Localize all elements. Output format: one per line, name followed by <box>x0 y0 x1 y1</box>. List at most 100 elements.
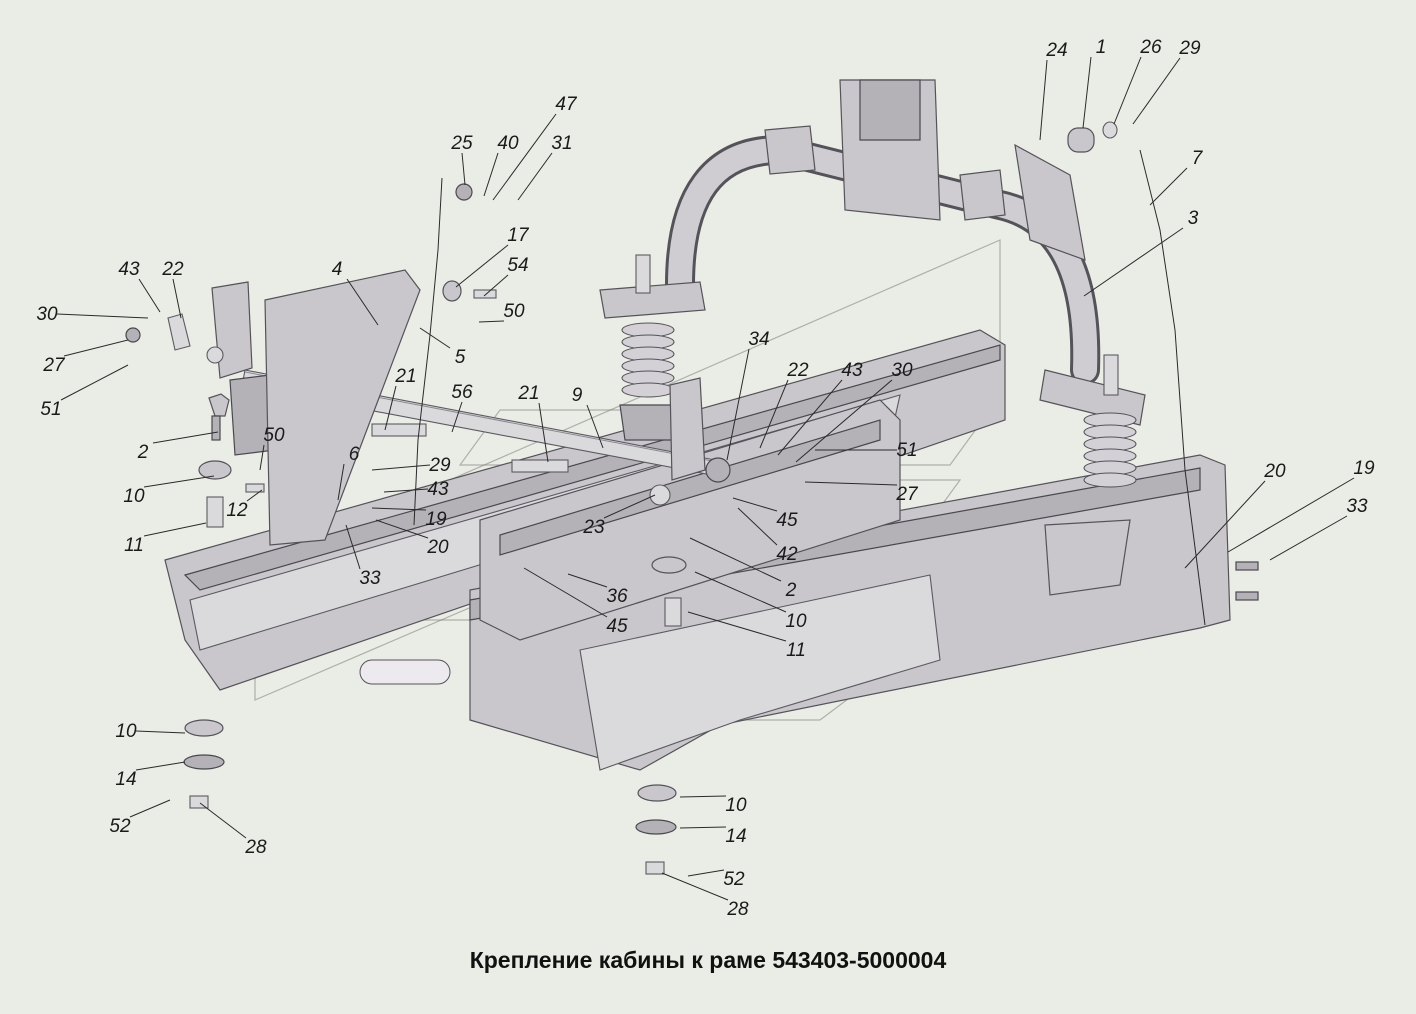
callout-45: 45 <box>606 616 628 637</box>
callout-36: 36 <box>606 586 628 607</box>
leader-52 <box>687 869 725 877</box>
diagram-caption: Крепление кабины к раме 543403-5000004 <box>469 947 947 973</box>
leader-10 <box>143 475 215 488</box>
leader-17 <box>455 244 509 288</box>
leader-14 <box>679 826 727 829</box>
leader-25 <box>461 152 466 186</box>
callout-11: 11 <box>786 640 806 661</box>
callout-27: 27 <box>895 484 919 505</box>
leader-20 <box>375 519 429 539</box>
leader-27 <box>804 481 898 486</box>
leader-33 <box>1269 515 1348 561</box>
callout-10: 10 <box>115 721 137 742</box>
callout-25: 25 <box>450 133 473 154</box>
leader-43 <box>383 488 429 493</box>
leader-10 <box>135 730 186 734</box>
callout-52: 52 <box>723 869 745 890</box>
leader-24 <box>1039 59 1048 141</box>
leader-45 <box>732 497 778 512</box>
leader-29 <box>1132 57 1181 125</box>
callout-22: 22 <box>786 360 809 381</box>
leader-42 <box>737 507 778 546</box>
leader-23 <box>603 494 656 519</box>
leader-43 <box>138 278 161 313</box>
leader-50 <box>478 320 505 323</box>
callout-29: 29 <box>1178 38 1201 59</box>
leader-22 <box>172 278 182 319</box>
leader-10 <box>679 795 727 798</box>
callout-22: 22 <box>161 259 184 280</box>
callout-50: 50 <box>503 301 525 322</box>
callout-leaders <box>56 56 1355 901</box>
callout-20: 20 <box>426 537 449 558</box>
callout-50: 50 <box>263 425 285 446</box>
lower-right-mount-parts <box>635 784 677 875</box>
leader-51 <box>60 364 129 401</box>
callout-3: 3 <box>1188 208 1199 229</box>
callout-43: 43 <box>841 360 863 381</box>
leader-22 <box>759 379 789 449</box>
leader-19 <box>1227 477 1355 553</box>
leader-45 <box>523 567 608 618</box>
callout-51: 51 <box>896 440 917 461</box>
leader-30 <box>795 379 893 463</box>
callout-26: 26 <box>1139 37 1162 58</box>
leader-30 <box>56 313 149 319</box>
callout-19: 19 <box>1353 458 1375 479</box>
leader-9 <box>586 404 604 449</box>
callout-9: 9 <box>572 385 583 406</box>
spring-strut-left <box>599 254 706 441</box>
callout-34: 34 <box>748 329 769 350</box>
callout-21: 21 <box>517 383 539 404</box>
leader-47 <box>492 113 557 201</box>
callout-56: 56 <box>451 382 473 403</box>
leader-28 <box>661 872 729 901</box>
callout-2: 2 <box>137 442 149 463</box>
callout-40: 40 <box>497 133 519 154</box>
callout-19: 19 <box>425 509 447 530</box>
callout-51: 51 <box>40 399 61 420</box>
loose-parts <box>125 121 1259 627</box>
leader-50 <box>259 444 265 471</box>
leader-21 <box>384 385 397 431</box>
callout-7: 7 <box>1192 148 1204 169</box>
callout-29: 29 <box>428 455 451 476</box>
leader-43 <box>777 379 843 456</box>
leader-20 <box>1184 480 1266 569</box>
callout-1: 1 <box>1096 37 1107 58</box>
left-hinge-bracket <box>206 269 421 546</box>
callout-47: 47 <box>555 94 578 115</box>
leader-28 <box>199 802 247 839</box>
leader-26 <box>1113 56 1142 125</box>
callout-43: 43 <box>427 479 449 500</box>
leader-29 <box>371 464 431 471</box>
callout-23: 23 <box>582 517 605 538</box>
leader-36 <box>567 573 608 588</box>
leader-14 <box>135 761 186 771</box>
callout-10: 10 <box>123 486 145 507</box>
callout-14: 14 <box>725 826 746 847</box>
callout-33: 33 <box>1346 496 1368 517</box>
leader-56 <box>451 401 463 433</box>
leader-21 <box>538 402 549 463</box>
rear-support-arch <box>665 79 1101 385</box>
leader-31 <box>517 152 553 201</box>
callout-43: 43 <box>118 259 140 280</box>
leader-19 <box>371 507 427 511</box>
callout-12: 12 <box>226 500 248 521</box>
callout-17: 17 <box>507 225 530 246</box>
callout-14: 14 <box>115 769 136 790</box>
callout-52: 52 <box>109 816 131 837</box>
leader-7 <box>1149 167 1188 206</box>
leader-34 <box>726 348 750 461</box>
leader-3 <box>1083 227 1184 297</box>
lower-left-mount-parts <box>183 719 225 809</box>
center-latch <box>649 377 731 506</box>
leader-27 <box>63 339 129 357</box>
callout-20: 20 <box>1263 461 1286 482</box>
callout-10: 10 <box>725 795 747 816</box>
leader-1 <box>1082 56 1092 129</box>
callout-28: 28 <box>244 837 267 858</box>
